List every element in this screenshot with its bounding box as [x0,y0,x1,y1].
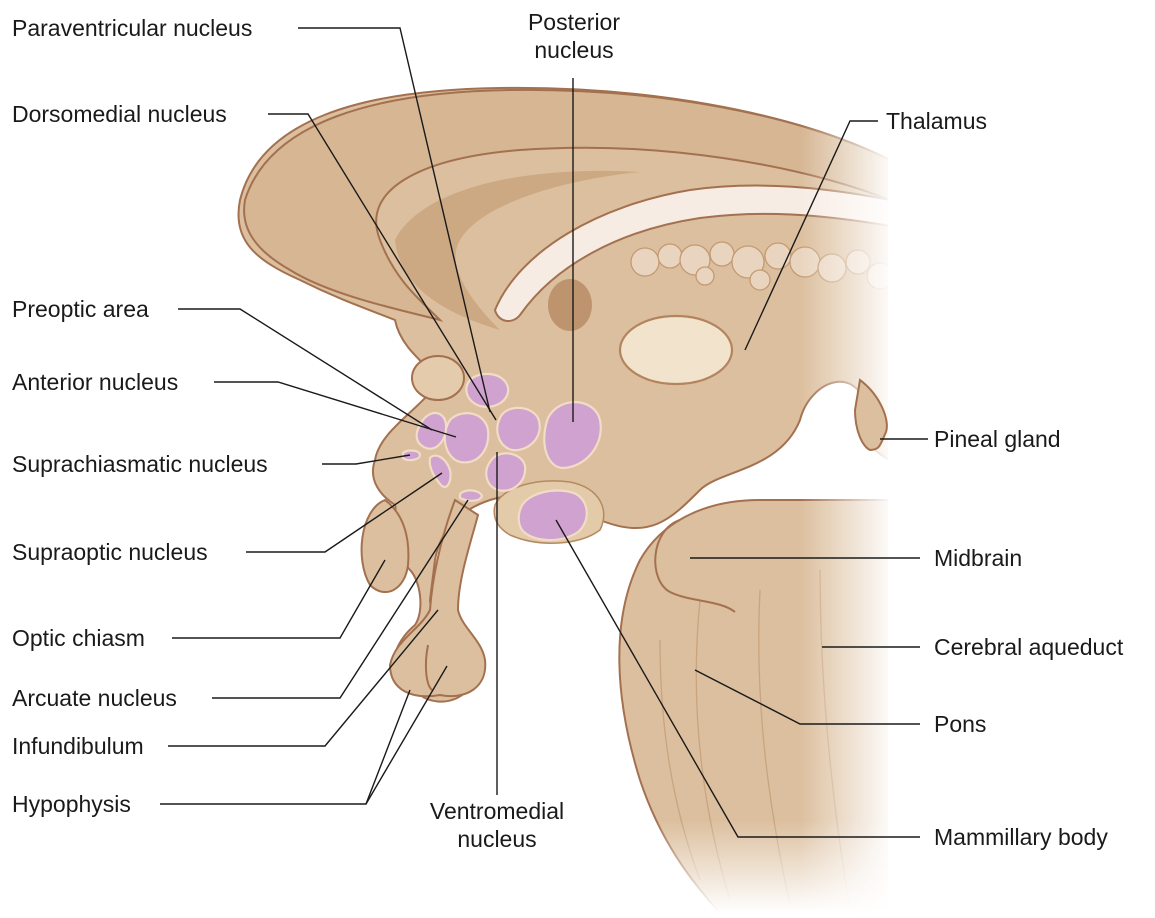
label-pons: Pons [934,710,986,738]
label-supraoptic-nucleus: Supraoptic nucleus [12,538,208,566]
interventricular-foramen [548,279,592,331]
mammillary-body-shape [519,491,587,541]
dorsomedial-nucleus-shape [497,408,539,450]
ventromedial-nucleus-shape [486,453,525,490]
interthalamic-adhesion [620,316,732,384]
label-hypophysis: Hypophysis [12,790,131,818]
right-blank [888,80,928,913]
bottom-fade [600,820,900,913]
anterior-commissure [412,356,464,400]
label-optic-chiasm: Optic chiasm [12,624,145,652]
leader-hypophysis [160,690,410,804]
label-pineal-gland: Pineal gland [934,425,1061,453]
anterior-nucleus-shape [445,413,488,462]
leader-preoptic [178,309,432,430]
label-suprachiasmatic-nucleus: Suprachiasmatic nucleus [12,450,268,478]
label-ventromedial-nucleus: Ventromedial nucleus [412,797,582,853]
label-paraventricular-nucleus: Paraventricular nucleus [12,14,252,42]
label-posterior-nucleus: Posterior nucleus [494,8,654,64]
right-fade [800,90,895,913]
label-arcuate-nucleus: Arcuate nucleus [12,684,177,712]
label-thalamus: Thalamus [886,107,987,135]
label-preoptic-area: Preoptic area [12,295,149,323]
arcuate-nucleus-shape [460,490,482,500]
label-mammillary-body: Mammillary body [934,823,1108,851]
label-infundibulum: Infundibulum [12,732,144,760]
label-midbrain: Midbrain [934,544,1022,572]
label-dorsomedial-nucleus: Dorsomedial nucleus [12,100,227,128]
label-anterior-nucleus: Anterior nucleus [12,368,178,396]
label-cerebral-aqueduct: Cerebral aqueduct [934,633,1123,661]
leader-optic-chiasm [172,560,385,638]
